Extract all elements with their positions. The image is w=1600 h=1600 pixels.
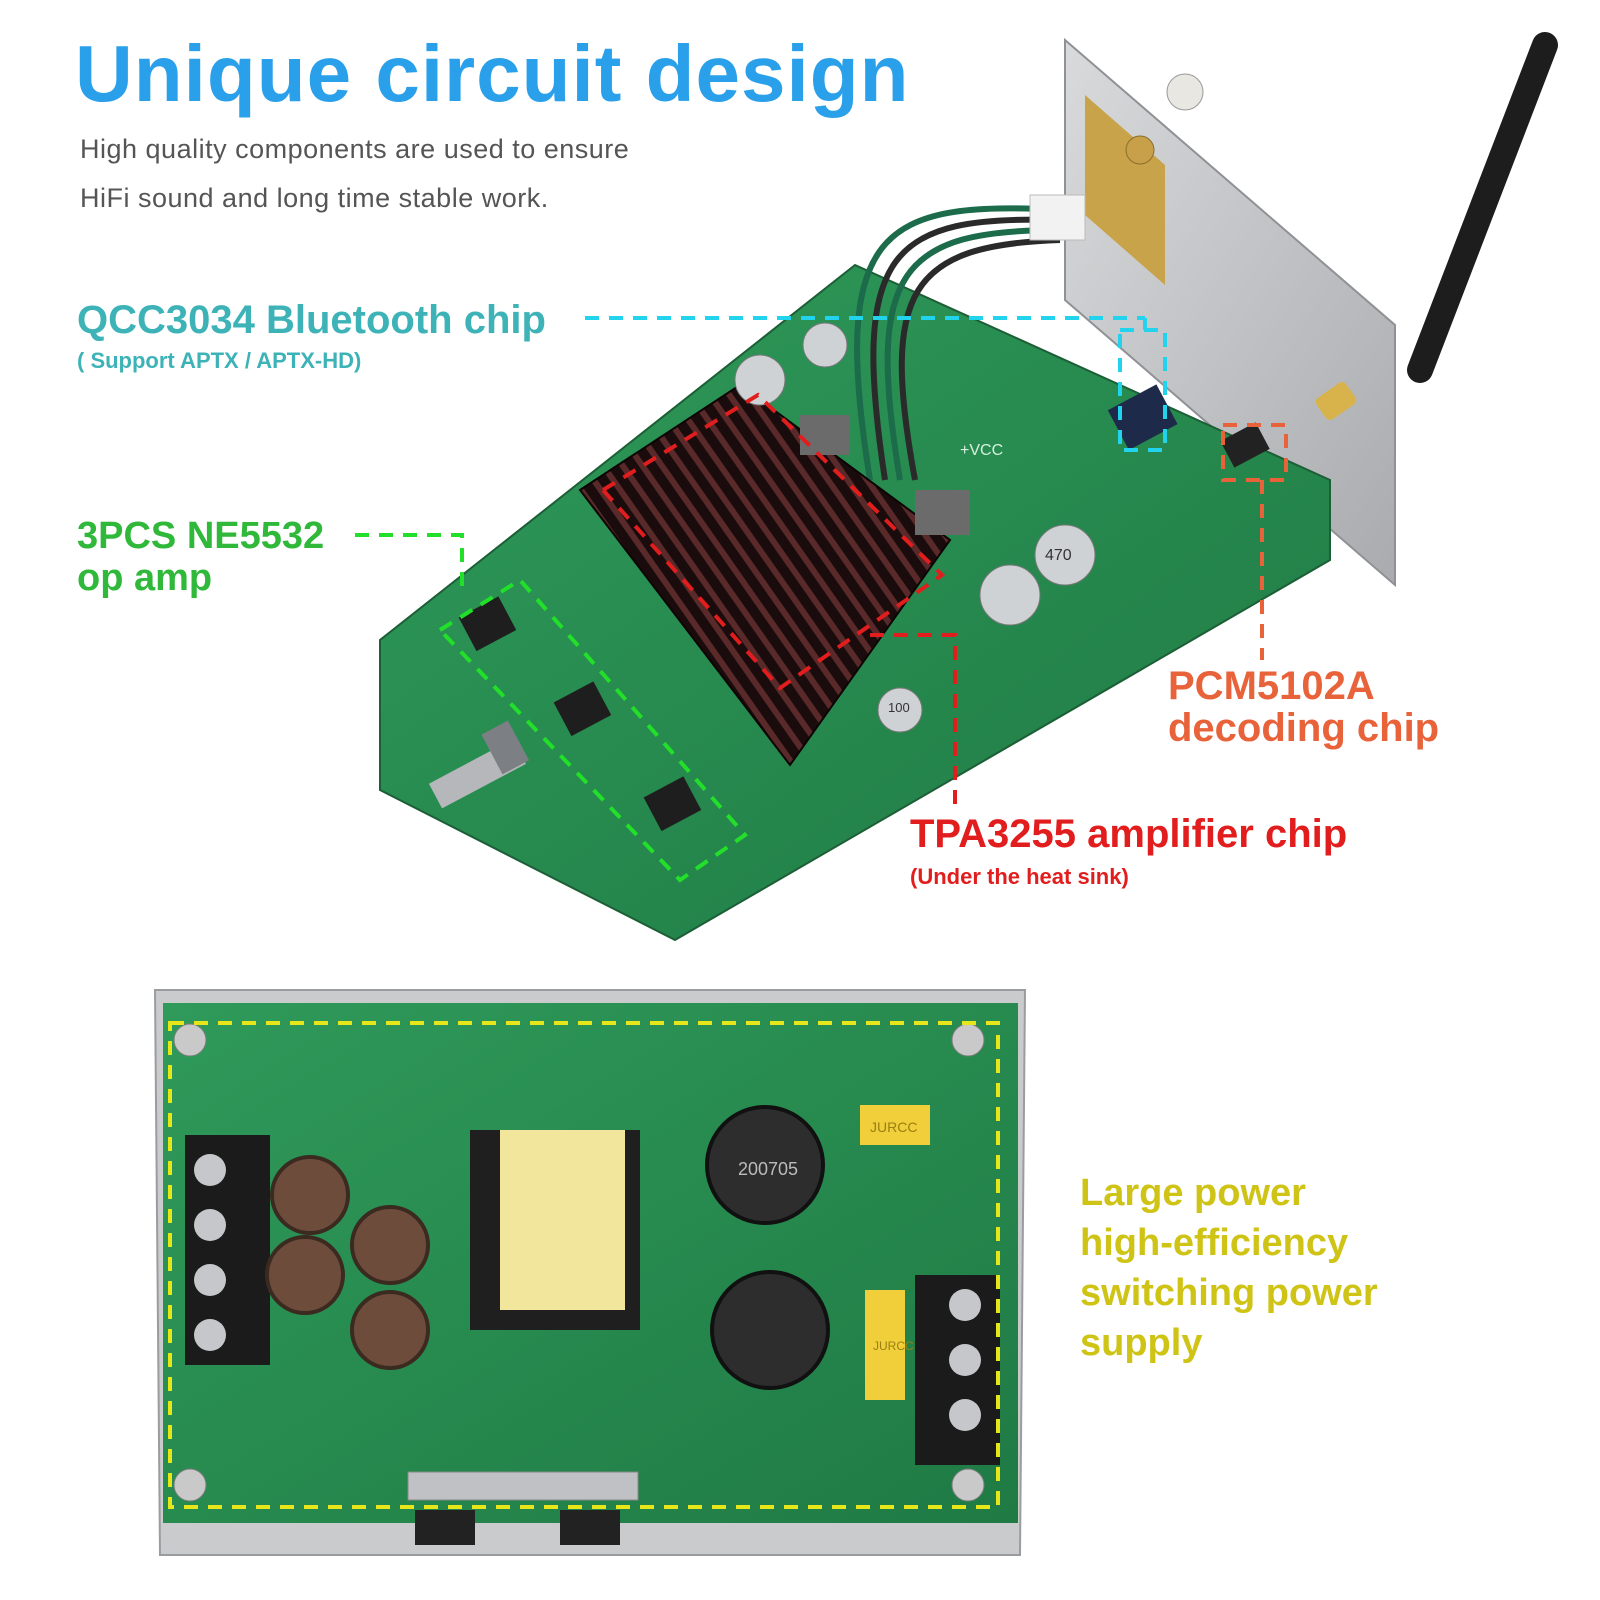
bluetooth-highlight <box>1118 328 1167 452</box>
volume-knob-icon <box>428 720 530 809</box>
page-title: Unique circuit design <box>75 29 910 118</box>
transformer-tape <box>500 1130 625 1310</box>
subtitle-line-1: High quality components are used to ensu… <box>80 134 630 164</box>
psu-capacitors <box>265 1105 830 1390</box>
capacitors <box>734 322 1096 733</box>
cap-marking-small: 100 <box>888 700 910 715</box>
power-label: Large power high-efficiency switching po… <box>1080 1168 1378 1368</box>
opamp-highlight <box>436 577 748 883</box>
decoder-highlight <box>1221 423 1288 482</box>
x-capacitor-1 <box>860 1105 930 1145</box>
rca-jack-icon <box>1166 73 1204 111</box>
power-label-line-1: Large power <box>1080 1172 1306 1214</box>
decoder-label: PCM5102A decoding chip <box>1168 665 1439 749</box>
rca-plate <box>1085 95 1165 285</box>
bluetooth-label: QCC3034 Bluetooth chip <box>77 298 546 342</box>
amplifier-board: 470 100 +VCC <box>379 32 1558 942</box>
terminal-block-left <box>185 1135 270 1365</box>
x-cap-marking-2: JURCC <box>873 1339 914 1353</box>
power-label-line-2: high-efficiency <box>1080 1222 1349 1264</box>
opamp-chips <box>458 596 702 832</box>
subtitle-line-2: HiFi sound and long time stable work. <box>80 183 549 213</box>
power-label-line-4: supply <box>1080 1322 1203 1364</box>
opamp-label: 3PCS NE5532 op amp <box>77 515 324 599</box>
bluetooth-module <box>1107 384 1178 450</box>
opamp-leader <box>355 533 464 595</box>
power-supply-board: 200705 JURCC JURCC <box>153 989 1027 1556</box>
x-cap-marking-1: JURCC <box>870 1119 917 1135</box>
opamp-label-line-1: 3PCS NE5532 <box>77 515 325 557</box>
power-label-line-3: switching power <box>1080 1272 1378 1314</box>
terminal-block-right <box>915 1275 1000 1465</box>
amplifier-highlight <box>599 392 946 691</box>
opamp-label-line-2: op amp <box>77 557 213 599</box>
decoder-chip <box>1220 422 1270 468</box>
heat-sink <box>578 383 952 767</box>
power-highlight <box>168 1021 1000 1509</box>
decoder-label-line-1: PCM5102A <box>1168 664 1375 708</box>
vcc-marking: +VCC <box>960 442 1003 459</box>
antenna-icon <box>1315 32 1558 421</box>
speaker-wires <box>854 205 1061 481</box>
heat-bar <box>407 1471 639 1501</box>
decoder-label-line-2: decoding chip <box>1168 706 1440 750</box>
bluetooth-note: ( Support APTX / APTX-HD) <box>77 348 362 373</box>
cap-marking: 470 <box>1045 547 1072 564</box>
amplifier-label: TPA3255 amplifier chip <box>910 812 1348 856</box>
choke-marking: 200705 <box>738 1159 798 1179</box>
x-capacitor-2 <box>865 1290 905 1400</box>
amplifier-leader <box>870 633 957 805</box>
amplifier-note: (Under the heat sink) <box>910 864 1129 889</box>
